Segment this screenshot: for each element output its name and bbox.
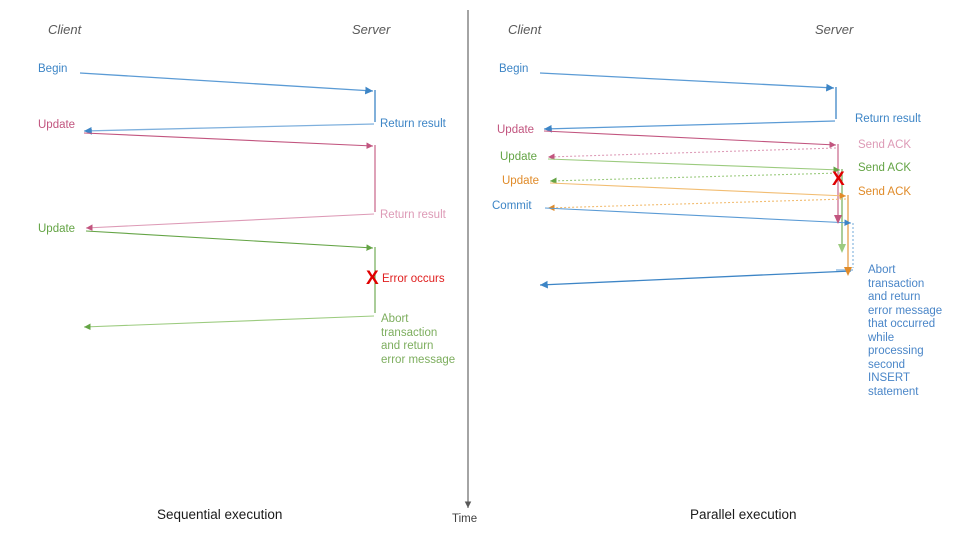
right-label-abort-text: Abort transaction and return error messa…	[868, 264, 943, 398]
message-begin	[79, 72, 376, 135]
arrow-update3-request-p	[549, 182, 847, 200]
arrow-commit-request-p	[544, 207, 852, 226]
right-server-role: Server	[815, 22, 854, 37]
left-client-role: Client	[48, 22, 82, 37]
arrow-update1-reply	[85, 213, 375, 231]
arrow-update1-request-p	[543, 130, 837, 148]
message-update-2	[83, 230, 376, 331]
right-label-send-ack-2: Send ACK	[858, 162, 912, 174]
message-commit-p	[539, 207, 854, 289]
panel-sequential	[79, 72, 376, 331]
left-label-error-occurs: Error occurs	[382, 273, 445, 285]
arrow-begin-reply-p	[543, 120, 836, 133]
right-label-update-3: Update	[502, 175, 540, 187]
arrow-update3-ack-p	[547, 198, 847, 212]
right-label-send-ack-1: Send ACK	[858, 139, 912, 151]
right-label-return-result: Return result	[855, 113, 921, 125]
arrow-update2-request	[85, 230, 374, 251]
right-label-commit: Commit	[492, 200, 532, 212]
left-caption: Sequential execution	[157, 507, 283, 522]
panel-parallel	[539, 72, 854, 289]
orange-processing-tip-p	[844, 267, 852, 276]
arrow-begin-request-p	[539, 72, 835, 92]
left-label-abort-text: Abort transaction and return error messa…	[381, 313, 456, 366]
arrow-begin-reply	[83, 123, 375, 135]
left-server-role: Server	[352, 22, 391, 37]
green-processing-tip-p	[838, 244, 846, 253]
right-label-update-2: Update	[500, 151, 538, 163]
message-begin-p	[539, 72, 837, 133]
arrow-begin-request	[79, 72, 374, 95]
left-error-mark-icon: X	[366, 268, 379, 289]
arrow-update1-request	[83, 132, 374, 150]
message-update-3-p	[547, 182, 849, 271]
arrow-update2-abort-reply	[83, 315, 375, 331]
pink-processing-tip-p	[834, 215, 842, 224]
message-update-2-p	[547, 158, 843, 248]
left-label-begin: Begin	[38, 63, 68, 75]
right-client-role: Client	[508, 22, 542, 37]
left-label-return-result-1: Return result	[380, 118, 446, 130]
arrow-update2-request-p	[547, 158, 841, 174]
right-error-mark-icon: X	[832, 169, 845, 190]
arrow-update2-ack-p	[549, 172, 841, 185]
right-caption: Parallel execution	[690, 507, 797, 522]
time-axis-label: Time	[452, 513, 478, 525]
left-label-update-2: Update	[38, 223, 76, 235]
right-label-begin: Begin	[499, 63, 529, 75]
right-label-update-1: Update	[497, 124, 535, 136]
arrow-update1-ack-p	[547, 147, 837, 161]
left-label-update-1: Update	[38, 119, 76, 131]
right-label-send-ack-3: Send ACK	[858, 186, 912, 198]
arrow-commit-abort-reply-p	[539, 270, 852, 289]
left-label-return-result-2: Return result	[380, 209, 446, 221]
message-update-1-p	[543, 130, 839, 219]
message-update-1	[83, 132, 376, 231]
